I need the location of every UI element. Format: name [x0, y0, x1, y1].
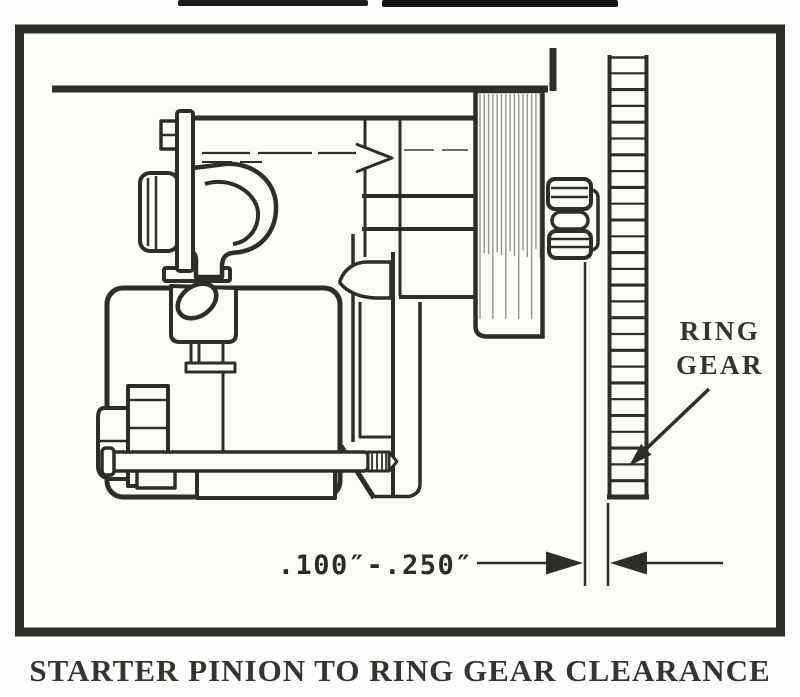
scan-artifact — [178, 0, 618, 7]
through-bolt — [102, 448, 397, 475]
figure-caption: STARTER PINION TO RING GEAR CLEARANCE — [29, 653, 770, 688]
ring-gear-label-line1: RING — [680, 316, 761, 346]
ring-gear-label-line2: GEAR — [676, 350, 764, 380]
clearance-dimension-text: .100″-.250″ — [278, 550, 473, 581]
mounting-flange — [476, 91, 543, 337]
pinion-gear — [548, 179, 598, 258]
